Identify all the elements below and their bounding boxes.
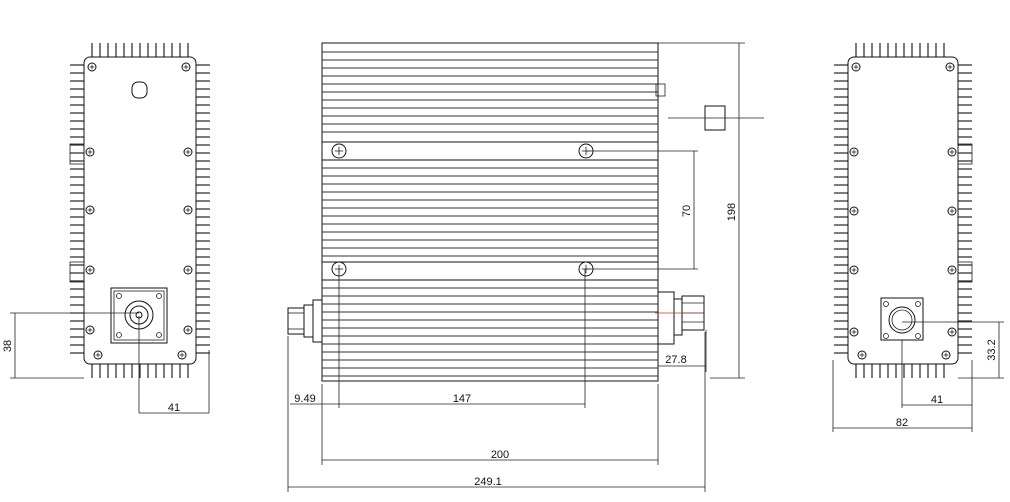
phillips-screw-icon — [947, 265, 957, 275]
phillips-screw-icon — [85, 265, 95, 275]
left-tab-upper — [69, 143, 85, 165]
dim-hole-vertical: 70 — [681, 205, 693, 217]
dim-body-length: 200 — [491, 449, 509, 461]
phillips-screw-icon — [93, 350, 103, 360]
right-end-view: 33.2 41 82 — [832, 43, 1004, 432]
left-port-opening — [131, 81, 148, 99]
phillips-screw-icon — [183, 205, 193, 215]
dim-connector-right: 27.8 — [665, 354, 686, 366]
dim-right-height: 33.2 — [986, 339, 998, 360]
phillips-screw-icon — [85, 325, 95, 335]
phillips-screw-icon — [85, 147, 95, 157]
left-end-view: 38 41 — [2, 43, 210, 414]
phillips-screw-icon — [947, 206, 957, 216]
phillips-screw-icon — [941, 350, 951, 360]
right-tab-lower — [957, 261, 973, 283]
right-tab-upper — [957, 143, 973, 165]
right-screws — [849, 62, 957, 360]
phillips-screw-icon — [181, 62, 191, 72]
dim-front-height: 198 — [726, 203, 738, 221]
phillips-screw-icon — [85, 205, 95, 215]
front-fins — [322, 51, 658, 377]
dim-right-overall-width: 82 — [896, 417, 908, 429]
dim-overall-length: 249.1 — [474, 476, 502, 488]
front-body-outline — [321, 42, 659, 382]
phillips-screw-icon — [177, 350, 187, 360]
dim-hole-horizontal: 147 — [453, 393, 471, 405]
phillips-screw-icon — [857, 350, 867, 360]
n-type-connector-face-icon — [880, 297, 924, 341]
dim-right-connector-width: 41 — [931, 394, 943, 406]
phillips-screw-icon — [849, 265, 859, 275]
left-tab-lower — [69, 261, 85, 283]
phillips-screw-icon — [183, 147, 193, 157]
phillips-screw-icon — [849, 327, 859, 337]
dim-left-width: 41 — [168, 402, 180, 414]
phillips-screw-icon — [851, 62, 861, 72]
left-body-outline — [83, 56, 197, 365]
phillips-screw-icon — [945, 62, 955, 72]
left-fins — [70, 43, 210, 378]
dim-offset-left: 9.49 — [294, 393, 315, 405]
n-type-connector-left-icon — [287, 299, 323, 343]
left-screws — [85, 62, 193, 360]
right-fins — [834, 43, 972, 378]
right-body-outline — [847, 56, 959, 365]
phillips-screw-icon — [947, 147, 957, 157]
phillips-screw-icon — [947, 327, 957, 337]
front-side-tab — [655, 83, 666, 97]
phillips-screw-icon — [849, 147, 859, 157]
phillips-screw-icon — [183, 325, 193, 335]
n-type-connector-right-icon — [657, 291, 705, 345]
dim-left-height: 38 — [2, 340, 14, 352]
front-side-view: 198 70 27.8 9.49 147 200 249.1 — [287, 42, 764, 492]
phillips-screw-icon — [183, 265, 193, 275]
phillips-screw-icon — [849, 206, 859, 216]
phillips-screw-icon — [87, 62, 97, 72]
phillips-screw-icon — [331, 143, 347, 159]
